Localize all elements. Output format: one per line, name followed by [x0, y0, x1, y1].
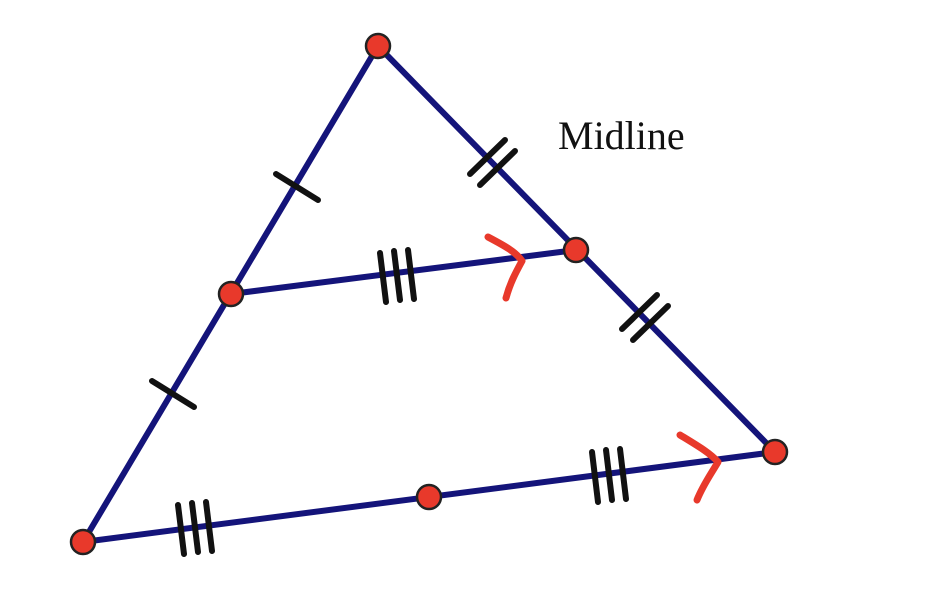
vertex-bottom-right	[761, 438, 789, 466]
midline-segment	[228, 247, 579, 297]
parallel-marks	[484, 233, 722, 504]
double-tick-upper-2	[477, 148, 518, 188]
double-tick-lower-1	[619, 292, 660, 332]
triple-tick-bottom-right-1	[589, 449, 601, 505]
midpoint-bottom-side	[415, 483, 443, 511]
triple-tick-mid-2	[391, 248, 403, 303]
double-tick-upper-1	[467, 137, 508, 177]
vertex-top	[364, 32, 392, 60]
triple-tick-mid-1	[377, 250, 389, 305]
parallel-arrow-midline	[484, 233, 526, 302]
double-tick-lower-2	[630, 303, 671, 343]
parallel-arrow-bottom	[676, 431, 722, 504]
single-tick-upper-left	[273, 171, 321, 203]
triple-tick-mid-3	[405, 247, 417, 302]
points	[69, 32, 789, 556]
vertex-bottom-left	[69, 528, 97, 556]
tick-marks	[149, 137, 671, 557]
triple-tick-bottom-right-3	[617, 446, 629, 502]
single-tick-lower-left	[149, 378, 197, 410]
midpoint-right-side	[562, 236, 590, 264]
triple-tick-bottom-left-2	[189, 500, 201, 555]
midpoint-left-side	[217, 280, 245, 308]
triple-tick-bottom-left-1	[175, 502, 187, 557]
triple-tick-bottom-right-2	[603, 447, 615, 503]
midline-label: Midline	[558, 113, 685, 158]
triple-tick-bottom-left-3	[203, 499, 215, 554]
